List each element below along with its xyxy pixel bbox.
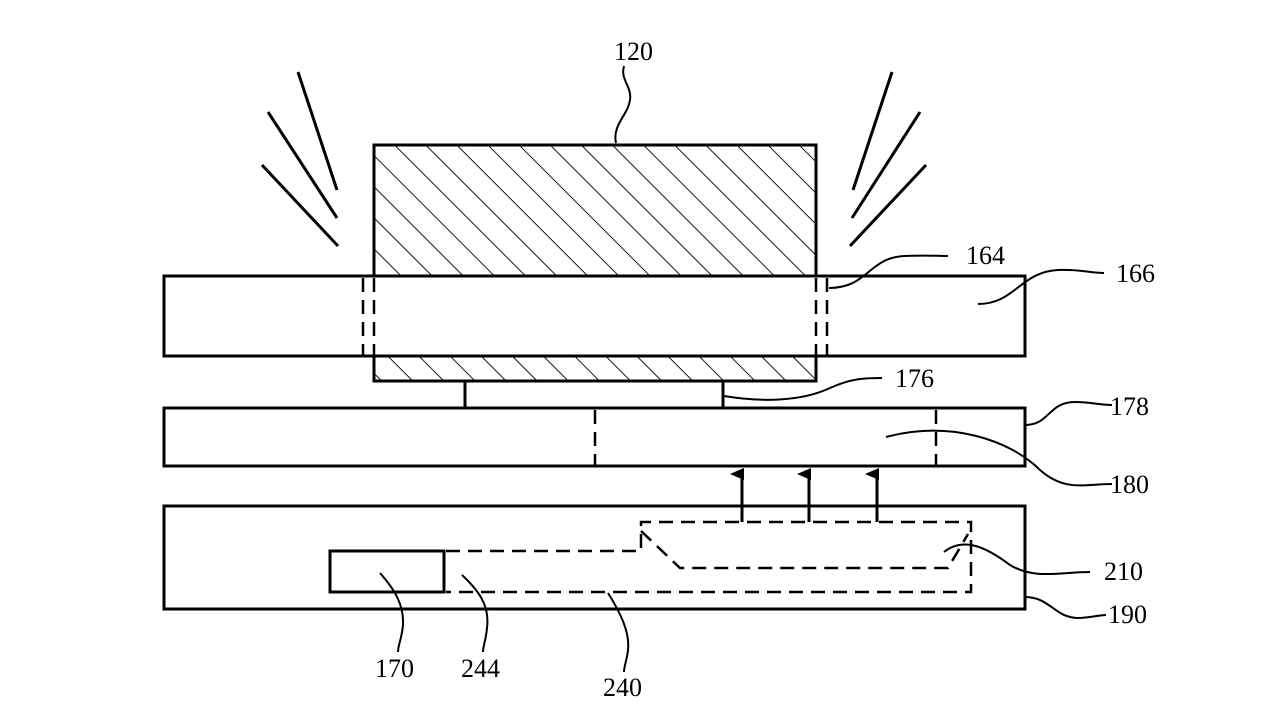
- light-rays-left: [260, 71, 340, 248]
- layer-166: [162, 274, 1027, 358]
- connector-176: [463, 381, 725, 408]
- label-166: 166: [1116, 259, 1155, 288]
- label-178: 178: [1110, 392, 1149, 421]
- leader-lines: [379, 65, 1113, 673]
- component-120-top: [372, 143, 818, 278]
- label-170: 170: [375, 654, 414, 683]
- label-190: 190: [1108, 600, 1147, 629]
- label-120: 120: [614, 37, 653, 66]
- label-244: 244: [461, 654, 500, 683]
- light-guide-210: [640, 530, 970, 570]
- layer-190: [162, 504, 1027, 611]
- upward-arrows: [730, 468, 879, 522]
- dashed-edges-164: [361, 278, 829, 356]
- light-rays-right: [848, 71, 928, 248]
- label-164: 164: [966, 241, 1005, 270]
- label-180: 180: [1110, 470, 1149, 499]
- component-170: [328, 549, 446, 594]
- label-210: 210: [1104, 557, 1143, 586]
- label-240: 240: [603, 673, 642, 702]
- light-guide-240: [446, 520, 973, 594]
- component-120-bottom: [372, 354, 818, 383]
- label-176: 176: [895, 364, 934, 393]
